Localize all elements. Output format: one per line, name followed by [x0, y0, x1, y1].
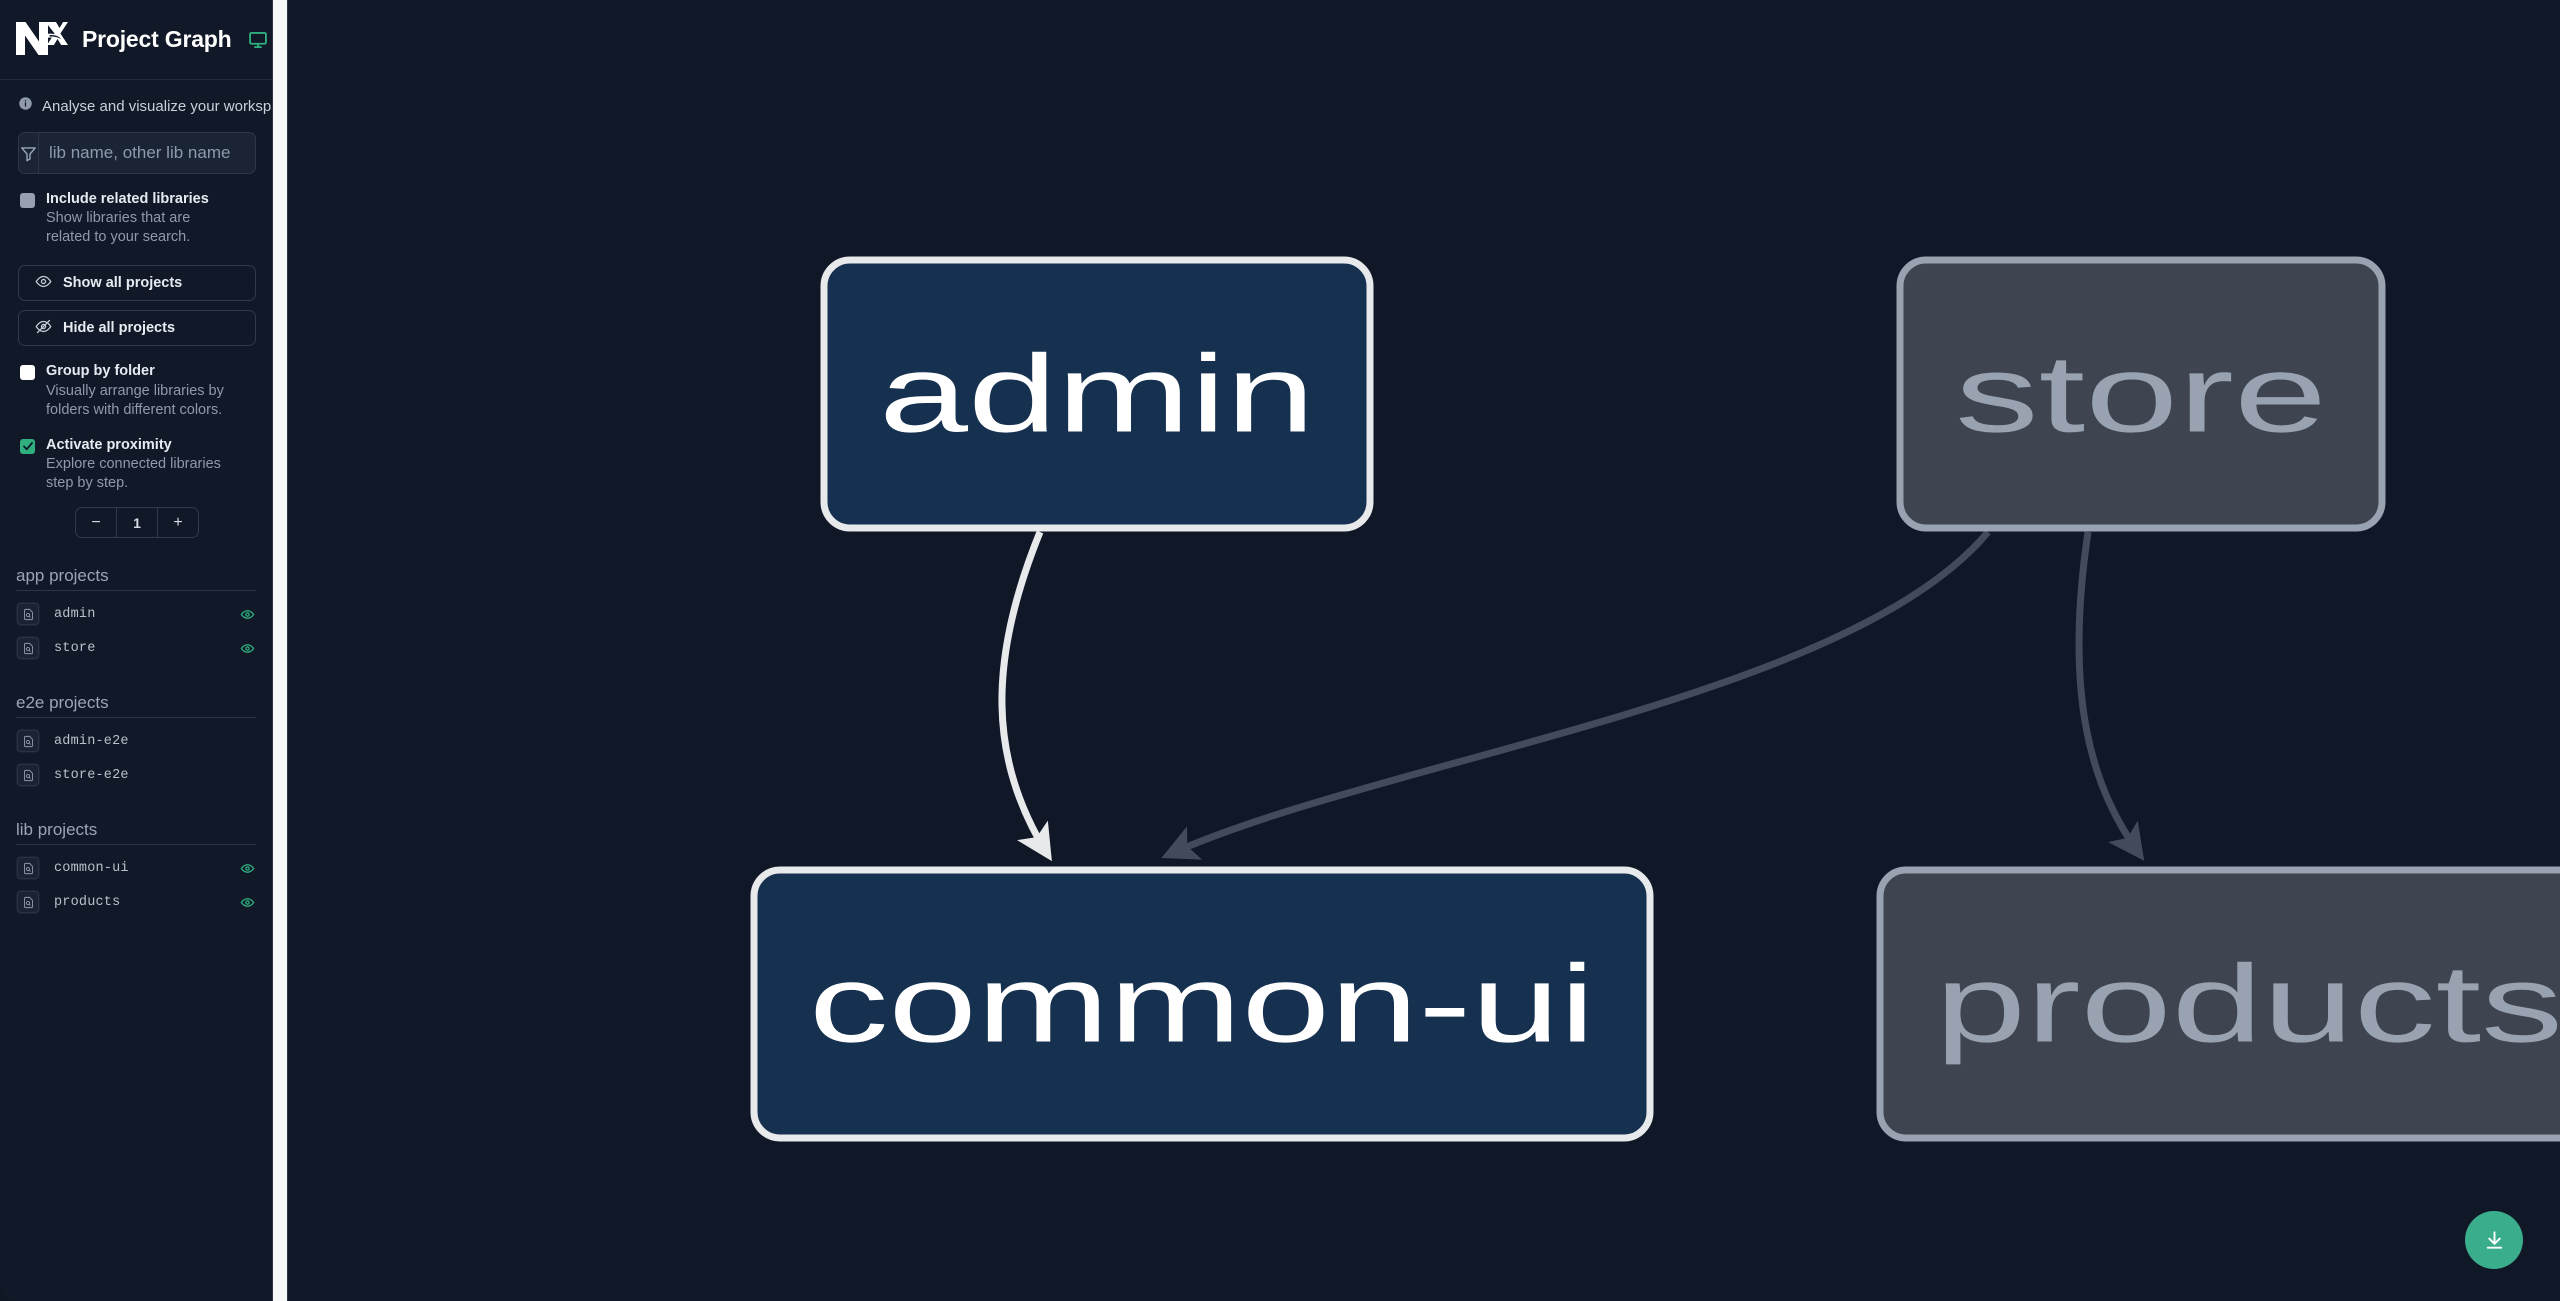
project-icon [16, 602, 40, 627]
node-box [1896, 256, 2386, 532]
project-sections: app projects admin store e2e projects ad… [0, 566, 272, 919]
eye-icon[interactable] [238, 895, 256, 910]
project-icon [16, 729, 40, 754]
option-include-related-libraries[interactable]: Include related libraries Show libraries… [0, 174, 272, 247]
section-divider [16, 717, 256, 719]
option-description: Visually arrange libraries by folders wi… [46, 382, 224, 418]
graph-node-store[interactable]: store [1896, 256, 2386, 532]
checkbox-include-related-libraries[interactable] [20, 193, 35, 208]
info-icon [18, 96, 33, 116]
project-section-e2e-projects: e2e projects admin-e2e store-e2e [0, 693, 272, 792]
project-section-app-projects: app projects admin store [0, 566, 272, 665]
option-activate-proximity[interactable]: Activate proximity Explore connected lib… [0, 420, 272, 493]
project-name: admin [54, 606, 96, 622]
graph-nodes: admin store common-ui products [750, 256, 2560, 1142]
project-graph-svg: admin store common-ui products [750, 256, 2560, 1142]
project-name: common-ui [54, 860, 129, 876]
node-box [1876, 866, 2560, 1142]
option-description: Explore connected libraries step by step… [46, 455, 221, 491]
project-list-item-products[interactable]: products [16, 885, 256, 919]
node-box [750, 866, 1654, 1142]
download-image-button[interactable] [2465, 1211, 2523, 1269]
node-label: store [1955, 333, 2327, 456]
project-name: store-e2e [54, 767, 129, 783]
edge-store-to-common-ui [1161, 529, 1991, 860]
workspace-blurb: Analyse and visualize your workspace. [0, 80, 272, 126]
show-all-projects-button[interactable]: Show all projects [18, 265, 256, 302]
proximity-stepper-container: − 1 + [0, 493, 272, 539]
project-icon [16, 636, 40, 661]
graph-canvas[interactable]: admin store common-ui products [288, 0, 2560, 1301]
eye-icon[interactable] [238, 607, 256, 622]
search-container [0, 126, 272, 174]
graph-node-common-ui[interactable]: common-ui [750, 866, 1654, 1142]
eye-icon[interactable] [238, 641, 256, 656]
filter-icon [19, 133, 39, 173]
section-divider [16, 844, 256, 846]
sidebar-scrollbar[interactable] [272, 0, 288, 1301]
checkbox-activate-proximity[interactable] [20, 438, 35, 454]
search-box[interactable] [18, 132, 256, 174]
eye-icon [35, 273, 52, 294]
eye-off-icon [35, 318, 52, 339]
edge-store-to-products [2075, 531, 2145, 861]
section-divider [16, 590, 256, 592]
option-group-by-folder[interactable]: Group by folder Visually arrange librari… [0, 346, 272, 419]
hide-all-projects-button[interactable]: Hide all projects [18, 310, 256, 347]
checkbox-group-by-folder[interactable] [20, 365, 35, 381]
project-list-item-admin[interactable]: admin [16, 597, 256, 631]
option-label: Include related libraries [46, 191, 209, 207]
project-name: products [54, 894, 121, 910]
project-name: admin-e2e [54, 733, 129, 749]
sidebar-divider [287, 0, 288, 1301]
project-list-item-admin-e2e[interactable]: admin-e2e [16, 724, 256, 758]
option-label: Group by folder [46, 363, 155, 380]
show-all-projects-label: Show all projects [63, 275, 183, 292]
proximity-increment-button[interactable]: + [173, 513, 183, 531]
project-list-item-common-ui[interactable]: common-ui [16, 851, 256, 885]
proximity-value: 1 [116, 508, 158, 538]
option-label: Activate proximity [46, 436, 172, 453]
search-input[interactable] [39, 143, 255, 163]
sidebar: Project Graph Analyse and visualize your… [0, 0, 272, 1301]
node-label: common-ui [809, 943, 1595, 1066]
graph-node-admin[interactable]: admin [820, 256, 1374, 532]
node-label: products [1935, 943, 2560, 1066]
node-box [820, 256, 1374, 532]
project-icon [16, 763, 40, 788]
project-icon [16, 890, 40, 915]
project-section-lib-projects: lib projects common-ui products [0, 820, 272, 919]
blurb-text: Analyse and visualize your workspace. [42, 97, 272, 115]
project-name: store [54, 640, 96, 656]
node-label: admin [879, 333, 1315, 456]
nx-logo-icon [14, 16, 68, 64]
eye-icon[interactable] [238, 861, 256, 876]
project-section-title: e2e projects [16, 693, 109, 713]
edge-admin-to-common-ui [998, 530, 1052, 862]
visibility-buttons: Show all projects Hide all projects [0, 247, 272, 347]
project-section-title: app projects [16, 566, 109, 586]
project-section-title: lib projects [16, 820, 98, 840]
project-icon [16, 856, 40, 881]
graph-edges [998, 529, 2145, 862]
page-title: Project Graph [82, 26, 232, 52]
proximity-decrement-button[interactable]: − [91, 513, 101, 531]
graph-node-products[interactable]: products [1876, 866, 2560, 1142]
monitor-icon[interactable] [248, 30, 268, 50]
proximity-stepper: − 1 + [75, 507, 199, 539]
project-list-item-store-e2e[interactable]: store-e2e [16, 758, 256, 792]
sidebar-header: Project Graph [0, 0, 272, 80]
option-description: Show libraries that are related to your … [46, 210, 191, 246]
project-list-item-store[interactable]: store [16, 631, 256, 665]
hide-all-projects-label: Hide all projects [63, 320, 176, 337]
